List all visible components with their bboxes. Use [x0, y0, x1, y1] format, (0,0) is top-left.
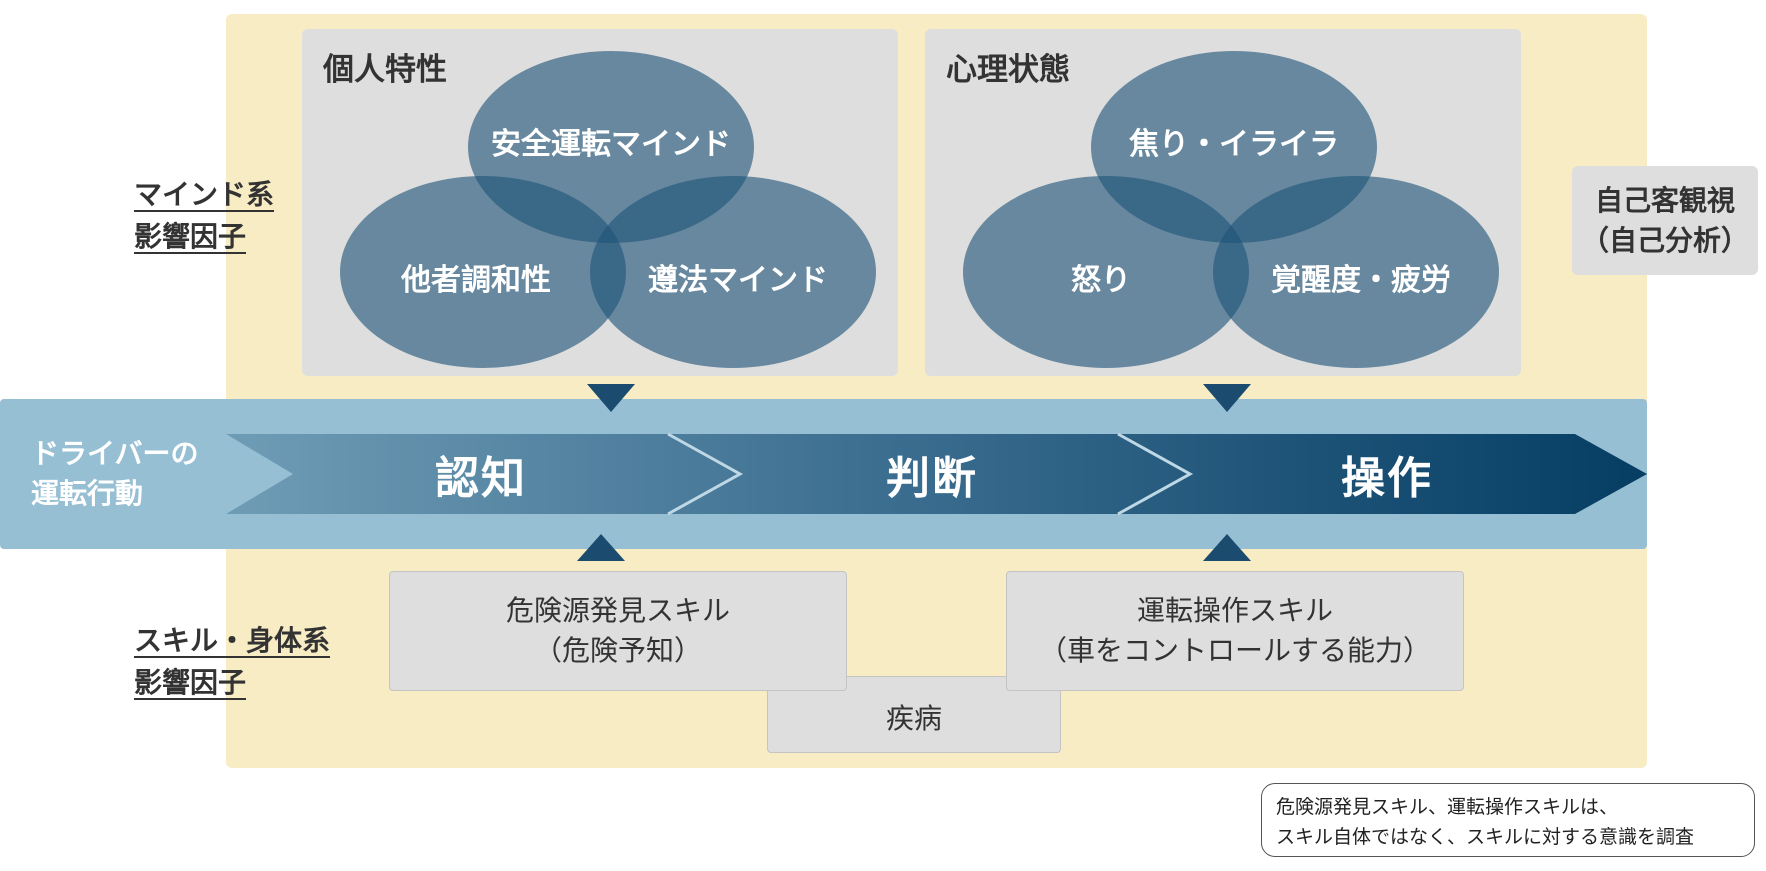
self-analysis-box: 自己客観視 （自己分析）	[1572, 166, 1758, 275]
hazard-skill-line2: （危険予知）	[533, 634, 702, 667]
stage-recognition: 認知	[435, 453, 527, 504]
down-arrow-to-recognition	[587, 384, 635, 412]
driver-behavior-label: ドライバーの 運転行動	[31, 434, 198, 514]
personal-traits-title: 個人特性	[323, 52, 447, 88]
self-analysis-line2: （自己分析）	[1580, 223, 1749, 257]
operation-skill-box: 運転操作スキル （車をコントロールする能力）	[1006, 571, 1464, 691]
stage-divider-2	[1117, 432, 1194, 516]
venn-label-irritation: 焦り・イライラ	[1129, 127, 1339, 162]
driver-behavior-label-line2: 運転行動	[31, 477, 144, 510]
stage-divider-1	[667, 432, 744, 516]
operation-skill-line1: 運転操作スキル	[1136, 594, 1333, 627]
survey-note: 危険源発見スキル、運転操作スキルは、 スキル自体ではなく、スキルに対する意識を調…	[1261, 783, 1755, 857]
disease-label: 疾病	[885, 701, 942, 735]
behavior-chevron-arrow	[226, 434, 1647, 514]
hazard-skill-box: 危険源発見スキル （危険予知）	[389, 571, 847, 691]
skill-factor-label-line1: スキル・身体系	[134, 624, 331, 657]
mental-state-title: 心理状態	[946, 52, 1070, 88]
hazard-skill-line1: 危険源発見スキル	[505, 594, 730, 627]
venn-label-fatigue: 覚醒度・疲労	[1271, 263, 1451, 298]
driver-behavior-label-line1: ドライバーの	[31, 437, 199, 470]
down-arrow-to-operation	[1203, 384, 1251, 412]
skill-factor-label: スキル・身体系 影響因子	[134, 620, 330, 704]
survey-note-line2: スキル自体ではなく、スキルに対する意識を調査	[1276, 826, 1695, 848]
venn-label-safe-driving: 安全運転マインド	[491, 127, 731, 162]
venn-label-anger: 怒り	[1071, 263, 1131, 298]
survey-note-line1: 危険源発見スキル、運転操作スキルは、	[1276, 796, 1619, 818]
operation-skill-line2: （車をコントロールする能力）	[1038, 634, 1431, 667]
mind-factor-label-line2: 影響因子	[134, 220, 247, 253]
up-arrow-from-operation-skill	[1203, 534, 1251, 561]
up-arrow-from-hazard-skill	[577, 534, 625, 561]
skill-factor-label-line2: 影響因子	[134, 666, 247, 699]
venn-label-law-abiding: 遵法マインド	[648, 263, 828, 298]
mind-factor-label: マインド系 影響因子	[134, 174, 274, 258]
stage-operation: 操作	[1341, 453, 1433, 504]
stage-judgment: 判断	[886, 453, 978, 504]
mind-factor-label-line1: マインド系	[134, 178, 275, 211]
self-analysis-line1: 自己客観視	[1594, 183, 1735, 217]
venn-label-harmony: 他者調和性	[401, 263, 551, 298]
